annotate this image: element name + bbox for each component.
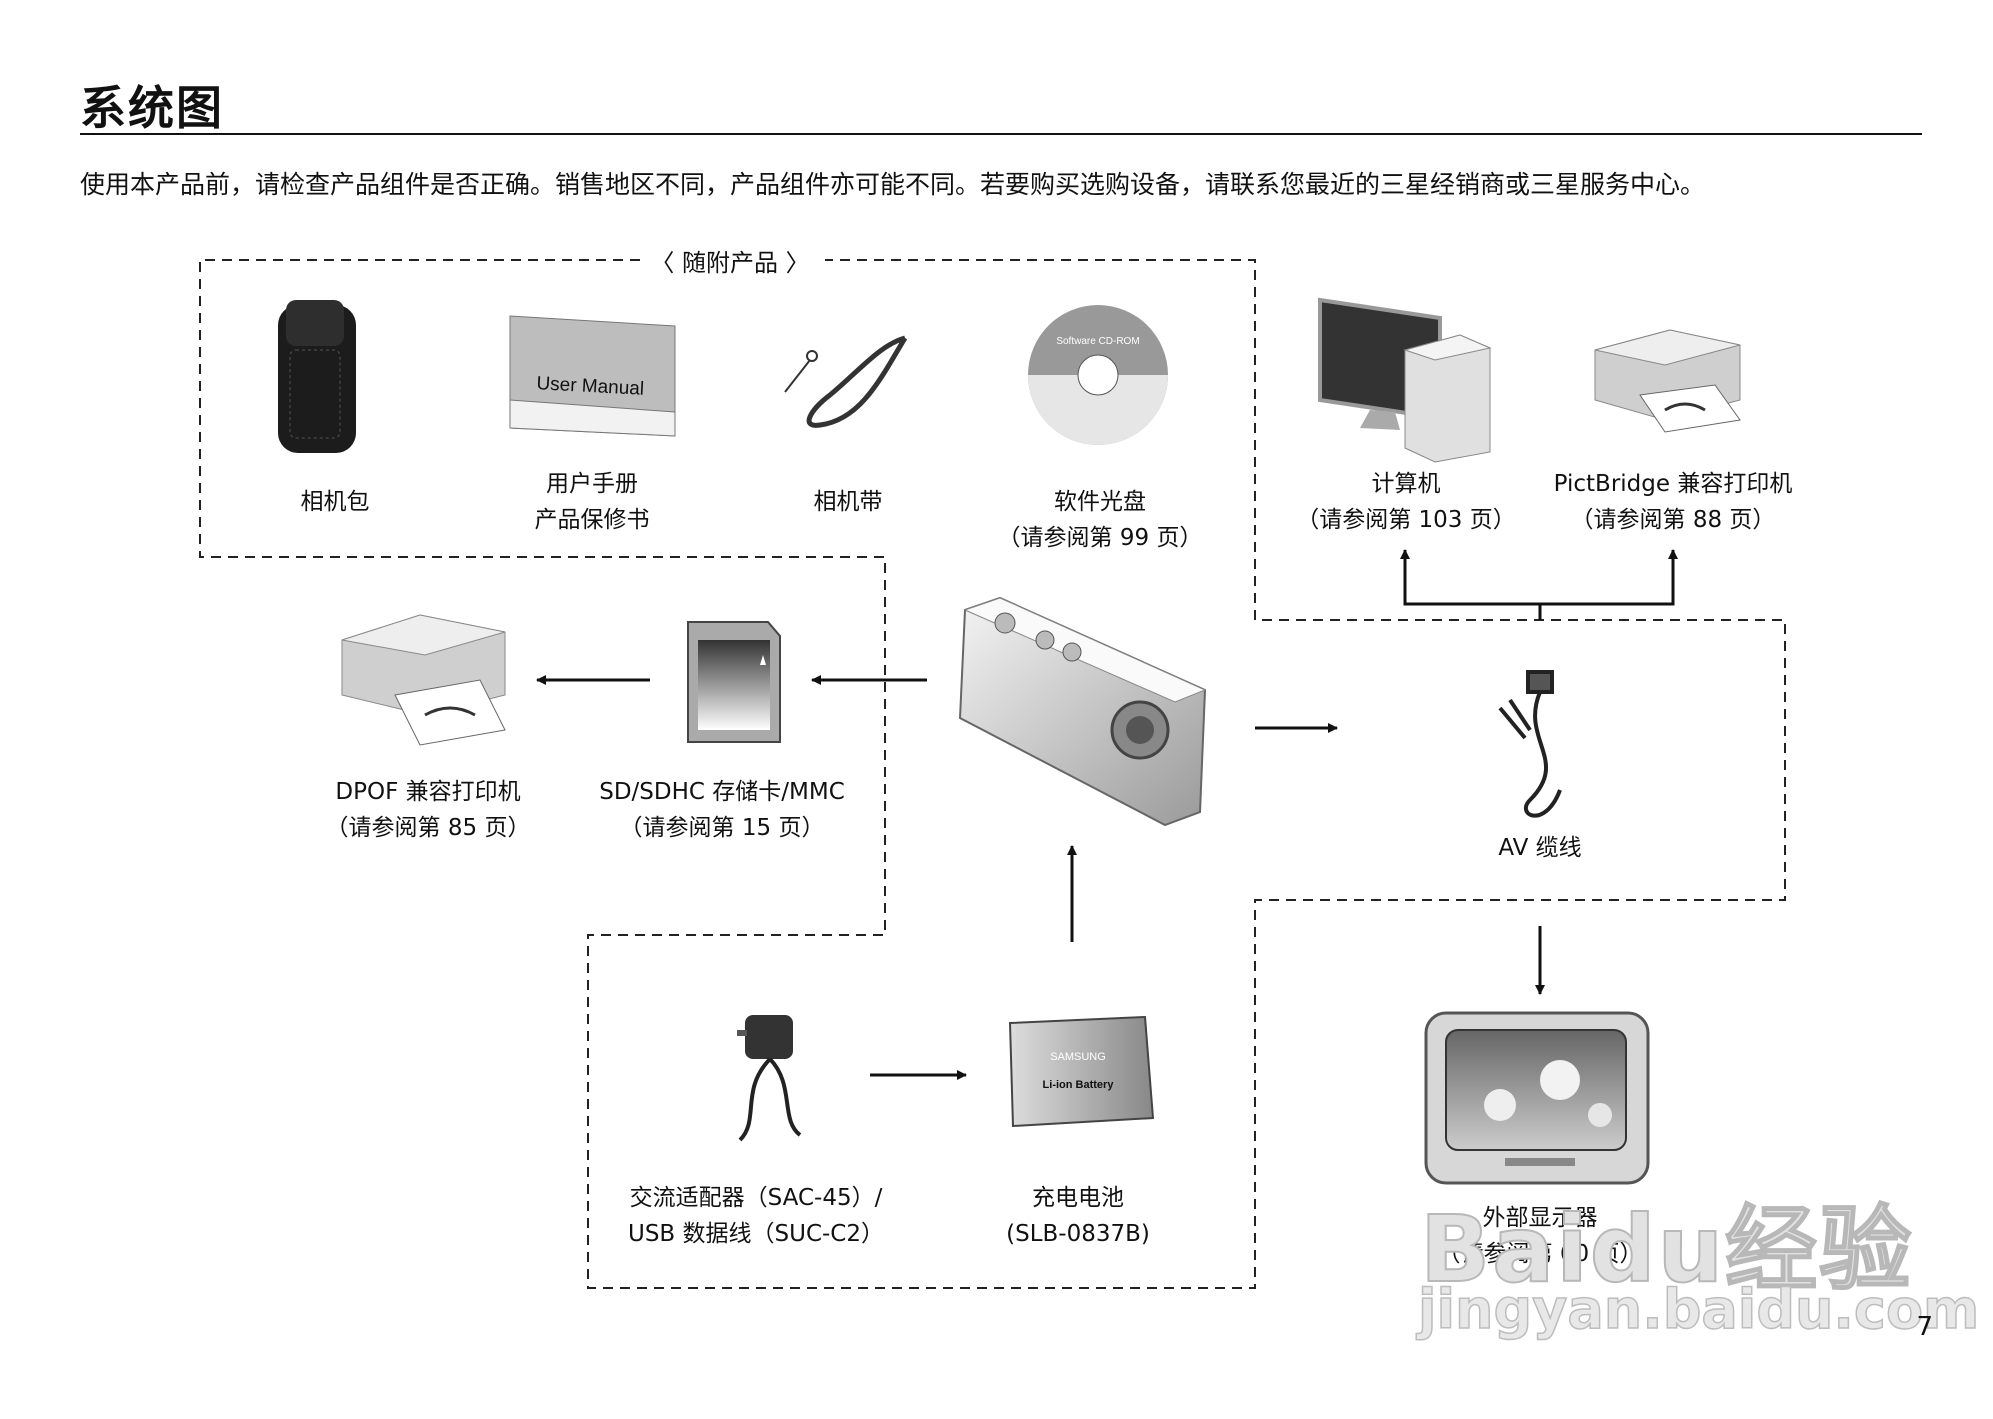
computer-name: 计算机 (1371, 471, 1441, 497)
pictbridge-printer-label: PictBridge 兼容打印机 （请参阅第 88 页） (1554, 466, 1793, 538)
cd-label: Software CD-ROM (1056, 336, 1139, 347)
title-rule (80, 133, 1922, 135)
computer-ref: （请参阅第 103 页） (1296, 507, 1516, 533)
warranty-name: 产品保修书 (534, 507, 650, 533)
printer-icon (341, 614, 506, 746)
computer-label: 计算机 （请参阅第 103 页） (1296, 466, 1516, 538)
memory-card-ref: （请参阅第 15 页） (619, 815, 825, 841)
battery-label: 充电电池 (SLB-0837B) (1006, 1180, 1150, 1252)
camera-case-icon (278, 300, 356, 453)
battery-model: (SLB-0837B) (1006, 1221, 1150, 1247)
strap-label: 相机带 (814, 484, 883, 520)
camera-case-label: 相机包 (301, 484, 370, 520)
battery-type: Li-ion Battery (1043, 1079, 1115, 1091)
dashed-outlines (199, 259, 1786, 1289)
user-manual-name: 用户手册 (546, 471, 638, 497)
memory-card-label: SD/SDHC 存储卡/MMC （请参阅第 15 页） (599, 774, 845, 846)
software-cd-ref: （请参阅第 99 页） (997, 525, 1203, 551)
av-cable-name: AV 缆线 (1498, 835, 1582, 861)
sd-card-icon (687, 621, 781, 743)
strap-icon (784, 335, 908, 428)
camera-icon (958, 596, 1207, 827)
external-monitor-name: 外部显示器 (1482, 1205, 1598, 1231)
strap-name: 相机带 (813, 489, 883, 515)
battery-brand: SAMSUNG (1050, 1051, 1106, 1063)
external-monitor-ref: （请参阅第 60 页） (1437, 1241, 1643, 1267)
external-monitor-label: 外部显示器 （请参阅第 60 页） (1438, 1200, 1643, 1272)
tv-icon (1424, 1011, 1650, 1185)
included-box (199, 259, 1786, 1289)
dpof-printer-name: DPOF 兼容打印机 (335, 779, 521, 805)
usb-cable-name: USB 数据线（SUC-C2） (627, 1221, 885, 1247)
ac-adapter-label: 交流适配器（SAC-45）/ USB 数据线（SUC-C2） (628, 1180, 884, 1252)
ac-adapter-name: 交流适配器（SAC-45）/ (629, 1185, 883, 1211)
arrow-to-pictbridge (1540, 550, 1675, 606)
pictbridge-printer-ref: （请参阅第 88 页） (1570, 507, 1776, 533)
software-cd-name: 软件光盘 (1053, 489, 1146, 515)
computer-icon (1318, 297, 1492, 463)
dpof-printer-label: DPOF 兼容打印机 （请参阅第 85 页） (326, 774, 531, 846)
battery-icon: SAMSUNG Li-ion Battery (1008, 1015, 1155, 1128)
printer-icon (1594, 329, 1741, 433)
watermark-logo: Baidu经验 (1419, 1195, 1914, 1304)
pictbridge-printer-name: PictBridge 兼容打印机 (1553, 471, 1793, 497)
battery-name: 充电电池 (1032, 1185, 1124, 1211)
dpof-printer-ref: （请参阅第 85 页） (325, 815, 531, 841)
arrow-to-computer (1403, 550, 1542, 620)
cd-icon: Software CD-ROM (1028, 305, 1168, 445)
watermark-url: jingyan.baidu.com (1417, 1277, 1980, 1342)
arrows (536, 549, 1678, 1080)
software-cd-label: 软件光盘 （请参阅第 99 页） (998, 484, 1203, 556)
user-manual-icon: User Manual (509, 315, 676, 437)
page-number: 7 (1916, 1312, 1933, 1342)
camera-case-name: 相机包 (300, 489, 370, 515)
av-cable-icon (1498, 670, 1562, 818)
memory-card-name: SD/SDHC 存储卡/MMC (599, 779, 845, 805)
intro-text: 使用本产品前，请检查产品组件是否正确。销售地区不同，产品组件亦可能不同。若要购买… (80, 170, 1706, 199)
included-section-title: 〈 随附产品 〉 (640, 243, 820, 278)
page-title: 系统图 (80, 81, 224, 135)
ac-adapter-icon (737, 1015, 802, 1142)
av-cable-label: AV 缆线 (1498, 830, 1581, 866)
user-manual-label: 用户手册 产品保修书 (535, 466, 650, 538)
